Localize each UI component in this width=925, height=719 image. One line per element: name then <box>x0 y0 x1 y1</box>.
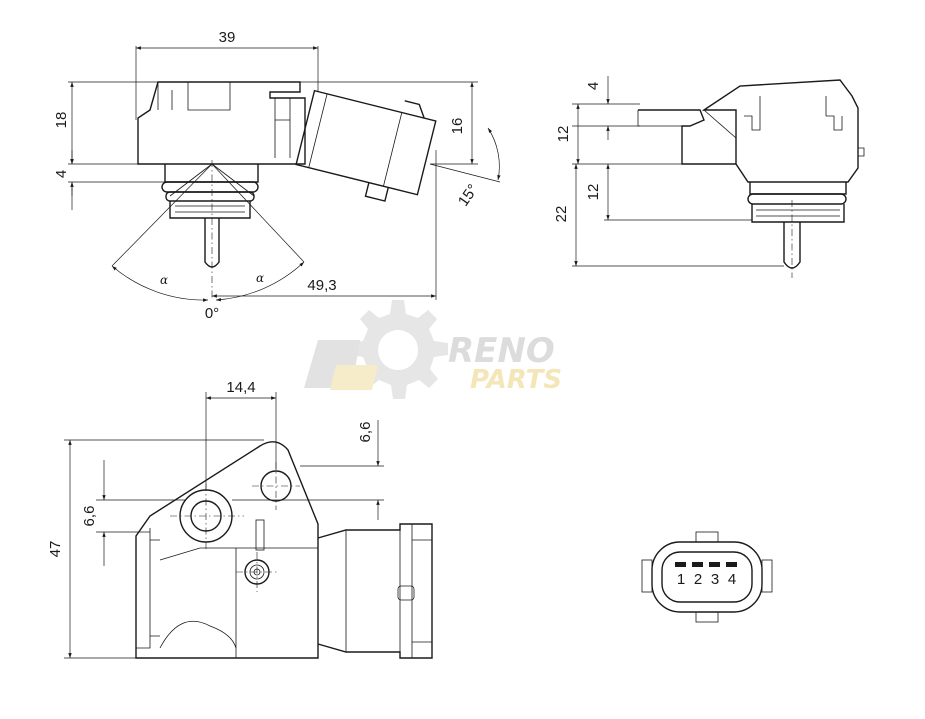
top-view: 14,4 6,6 6,6 47 <box>47 379 433 659</box>
dim-width-label: 39 <box>219 29 236 46</box>
dim-hole-vertical-label: 6,6 <box>357 422 374 443</box>
dim-upper-label: 12 <box>555 126 572 143</box>
dim-height-label: 47 <box>47 541 64 558</box>
end-view: 4 12 12 22 <box>553 76 865 278</box>
alpha-right-label: α <box>256 271 264 285</box>
dim-lower-label: 12 <box>585 184 602 201</box>
pin-1-label: 1 <box>677 571 685 588</box>
dim-top-label: 4 <box>585 82 602 90</box>
watermark-word1: RENO <box>448 331 555 371</box>
dim-total-label: 22 <box>553 206 570 223</box>
pin-4-contact <box>726 562 737 567</box>
pin-2-label: 2 <box>694 571 702 588</box>
alpha-left-label: α <box>160 273 168 287</box>
pin-4-label: 4 <box>728 571 736 588</box>
pin-3-label: 3 <box>711 571 719 588</box>
watermark-word2: PARTS <box>470 365 562 395</box>
dim-length-label: 49,3 <box>307 277 336 294</box>
watermark-logo: RENO PARTS <box>304 300 562 399</box>
dim-body-height-label: 18 <box>53 112 70 129</box>
dim-hole-left-label: 6,6 <box>81 506 98 527</box>
pin-2-contact <box>692 562 703 567</box>
angle-zero-label: 0° <box>205 305 219 322</box>
pin-3-contact <box>709 562 720 567</box>
angle-connector-label: 15° <box>455 181 482 209</box>
watermark-stripe-yellow <box>330 365 378 390</box>
dim-flange-label: 4 <box>53 170 70 178</box>
connector-pinout: 1 2 3 4 <box>641 531 773 623</box>
side-view: 39 18 4 16 15° α α 0° 49,3 <box>53 29 501 322</box>
pin-1-contact <box>675 562 686 567</box>
dim-connector-height-label: 16 <box>449 118 466 135</box>
dim-hole-offset-label: 14,4 <box>226 379 255 396</box>
